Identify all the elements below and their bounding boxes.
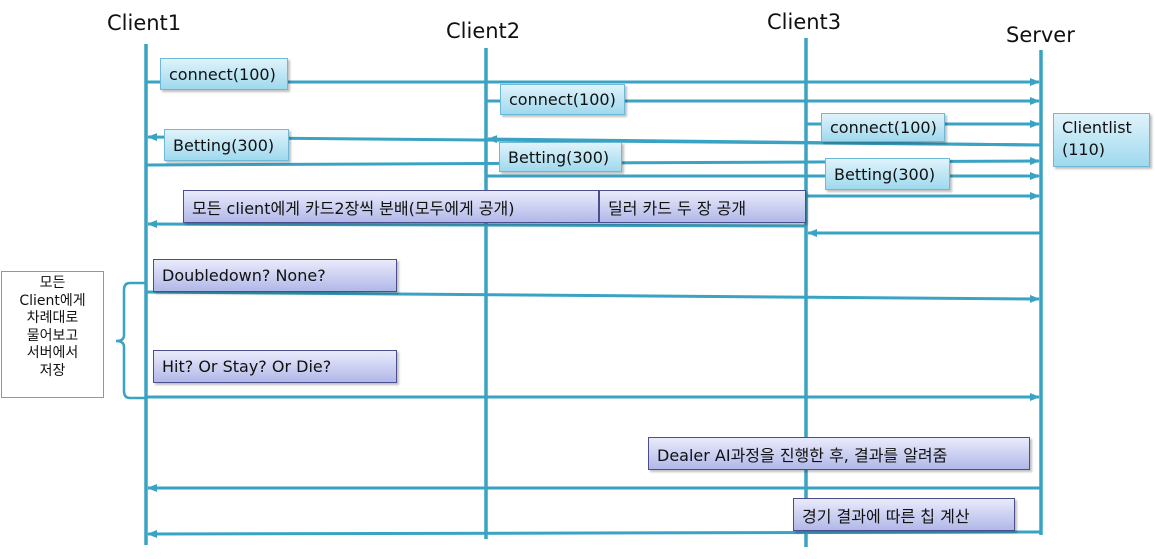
message-connect-client2: connect(100) xyxy=(500,84,625,115)
message-connect-client1: connect(100) xyxy=(160,58,288,90)
actor-client3: Client3 xyxy=(767,10,842,34)
message-connect-client3: connect(100) xyxy=(821,113,945,142)
message-dealer-cards: 딜러 카드 두 장 공개 xyxy=(599,190,806,223)
actor-client2: Client2 xyxy=(446,19,521,43)
message-clientlist: Clientlist (110) xyxy=(1053,113,1150,167)
side-note-line-3: 차례대로 xyxy=(26,310,79,326)
side-note-line-1: 모든 xyxy=(39,275,66,291)
message-dealer-ai: Dealer AI과정을 진행한 후, 결과를 알려줌 xyxy=(648,437,1030,470)
actor-client1: Client1 xyxy=(107,11,182,35)
arrow-clientlist-to-client2 xyxy=(487,135,1042,147)
clientlist-line2: (110) xyxy=(1062,140,1106,159)
message-hit-stay-die: Hit? Or Stay? Or Die? xyxy=(153,350,397,383)
actor-server: Server xyxy=(1006,23,1075,47)
message-betting-client3: Betting(300) xyxy=(825,158,950,190)
message-betting-client1: Betting(300) xyxy=(164,129,289,161)
clientlist-line1: Clientlist xyxy=(1062,118,1132,137)
arrow-chip-calc xyxy=(147,529,1042,538)
message-deal-all: 모든 client에게 카드2장씩 분배(모두에게 공개) xyxy=(183,190,599,223)
arrow-doubledown xyxy=(145,290,1040,303)
side-note-box: 모든 Client에게 차례대로 물어보고 서버에서 저장 xyxy=(1,271,104,398)
side-note-line-2: Client에게 xyxy=(19,292,86,309)
side-note-line-5: 서버에서 xyxy=(26,345,79,361)
arrow-deal-to-client1 xyxy=(147,220,807,229)
message-chip-calc: 경기 결과에 따른 칩 계산 xyxy=(793,498,1015,531)
message-betting-client2: Betting(300) xyxy=(499,142,622,172)
message-doubledown: Doubledown? None? xyxy=(153,259,397,292)
side-note-line-4: 물어보고 xyxy=(26,327,79,344)
side-brace xyxy=(115,281,146,400)
side-note-line-6: 저장 xyxy=(39,362,66,379)
